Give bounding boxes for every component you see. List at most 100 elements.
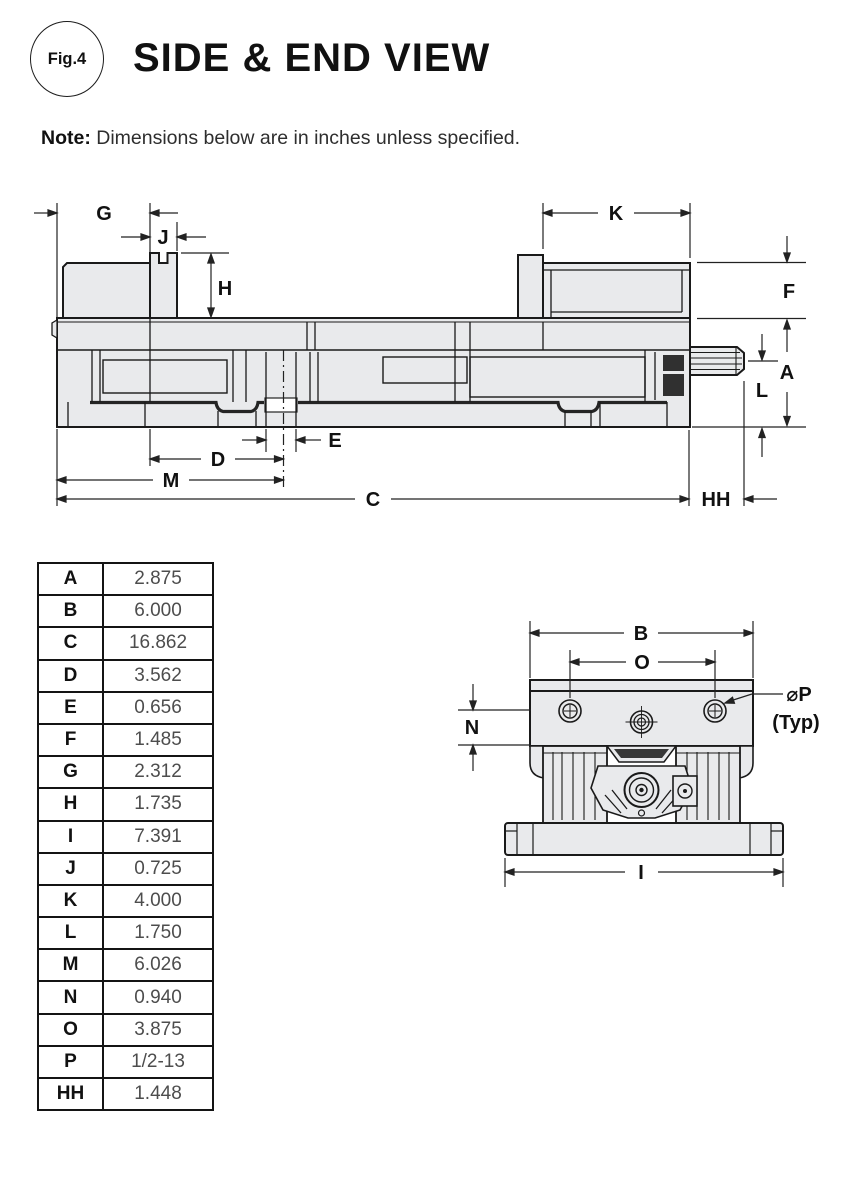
center-wedge [614,749,669,758]
dim-value: 4.000 [102,883,214,919]
dim-value: 2.875 [102,561,214,597]
movable-jaw-block [542,262,691,319]
dim-value: 7.391 [102,819,214,854]
dim-label-g: G [96,203,112,225]
end-base [504,822,784,856]
page-title: SIDE & END VIEW [133,36,491,80]
dim-label-p-dia: ⌀P [786,684,811,706]
dim-key: J [37,851,104,886]
end-view-dimensions [458,621,785,887]
dim-value: 1.735 [102,787,214,822]
dim-value: 16.862 [102,626,214,661]
dim-label-a: A [780,362,794,384]
key-slot [264,397,298,413]
dim-value: 1/2-13 [102,1044,214,1080]
dim-label-k: K [609,203,624,225]
end-view-labels: B O N ⌀P (Typ) I [465,623,820,884]
note-label: Note: [41,127,91,149]
dim-key: M [37,948,104,983]
dim-key: K [37,883,104,919]
dim-key: N [37,980,104,1015]
dim-key: HH [37,1076,104,1112]
dim-label-o: O [634,652,650,674]
dim-key: C [37,626,104,661]
dim-value: 0.940 [102,980,214,1015]
dim-key: H [37,787,104,822]
dim-label-n: N [465,717,479,739]
dim-key: P [37,1044,104,1080]
dim-label-d: D [211,449,225,471]
dim-value: 0.725 [102,851,214,886]
dim-label-b: B [634,623,648,645]
dim-value: 6.000 [102,594,214,629]
figure-badge: Fig.4 [30,21,104,97]
dim-label-l: L [756,380,768,402]
dim-value: 1.448 [102,1076,214,1112]
right-pocket [469,356,646,398]
dim-label-f: F [783,281,795,303]
dim-value: 3.562 [102,658,214,693]
fixed-jaw-plate [149,252,178,319]
dim-value: 1.485 [102,722,214,758]
note-text: Dimensions below are in inches unless sp… [90,127,521,149]
dim-value: 2.312 [102,755,214,790]
side-view-drawing [51,252,745,428]
dim-label-i: I [638,862,644,884]
screw-holes [558,699,727,738]
center-pocket [382,356,468,384]
dim-key: L [37,916,104,951]
dim-key: D [37,658,104,693]
dim-label-h: H [218,278,232,300]
dim-key: I [37,819,104,854]
side-view-dimensions [34,203,806,506]
movable-jaw-plate [517,254,544,319]
dim-value: 3.875 [102,1012,214,1047]
dim-label-hh: HH [702,489,731,511]
dim-key: G [37,755,104,790]
dim-value: 6.026 [102,948,214,983]
end-top-band [529,679,754,692]
dim-value: 0.656 [102,690,214,725]
dim-key: A [37,561,104,597]
dim-label-m: M [163,470,180,492]
side-view-labels: G J H K F A L E D M C HH [96,203,795,511]
left-pocket [102,359,228,394]
dim-key: F [37,722,104,758]
nut-block [663,355,684,371]
dim-label-p-typ: (Typ) [772,712,819,734]
lead-screw [689,346,745,376]
dim-key: B [37,594,104,629]
figure-badge-label: Fig.4 [47,49,87,68]
end-view-drawing [504,679,784,856]
dim-label-e: E [328,430,341,452]
body-base-seam [90,400,667,414]
dim-value: 1.750 [102,916,214,951]
dim-key: E [37,690,104,725]
note-line: Note: Dimensions below are in inches unl… [41,127,520,150]
nut-block [663,374,684,396]
dim-label-j: J [157,227,168,249]
fixed-jaw-block [62,262,151,319]
dim-key: O [37,1012,104,1047]
dim-label-c: C [366,489,380,511]
